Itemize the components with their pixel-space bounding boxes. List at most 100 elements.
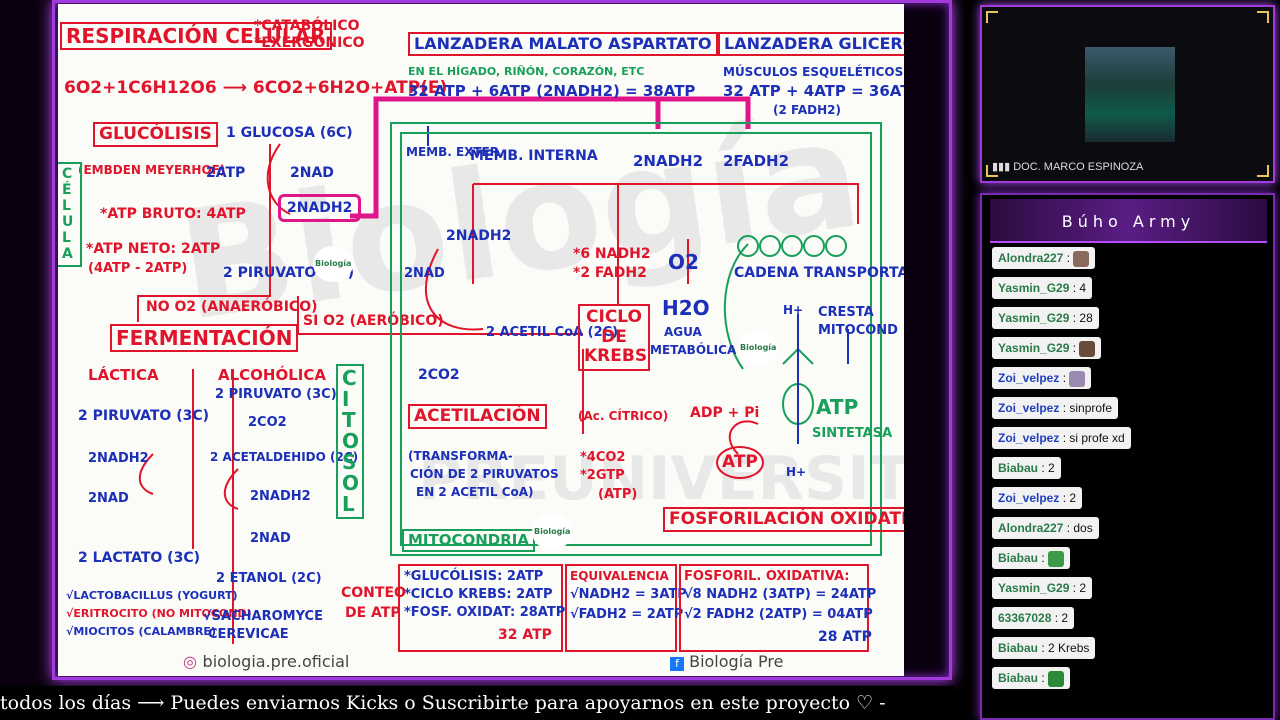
nadh-top-label: 2NADH2 [633, 152, 704, 170]
chat-username[interactable]: Zoi_velpez [998, 401, 1060, 415]
alcoholica-co2: 2CO2 [248, 415, 287, 430]
catabolico-label: *CATABÓLICO [254, 18, 360, 34]
conteo-krebs: *CICLO KREBS: 2ATP [404, 587, 553, 602]
lactica-piruvato: 2 PIRUVATO (3C) [78, 408, 210, 424]
corner-decor [986, 11, 998, 23]
fosforil-box [679, 564, 869, 652]
chat-username[interactable]: Alondra227 [998, 521, 1064, 535]
chat-separator: : [1059, 401, 1070, 415]
emote-icon [1073, 250, 1090, 267]
chat-username[interactable]: Zoi_velpez [998, 371, 1060, 385]
corner-decor [1257, 11, 1269, 23]
chat-username[interactable]: Biabau [998, 671, 1039, 685]
facebook-icon: f [670, 657, 684, 671]
ciclo-krebs-box: CICLO DE KREBS [578, 304, 650, 371]
h-plus-top: H+ [783, 303, 804, 317]
chat-header: Búho Army [990, 199, 1267, 243]
sacharo-line-1: √SACHAROMYCE [203, 609, 323, 624]
atp-neto-sub: (4ATP - 2ATP) [88, 261, 188, 276]
ac-citrico-label: (Ac. CÍTRICO) [578, 409, 669, 423]
conteo-box [398, 564, 563, 652]
fosforil-line-1: √8 NADH2 (3ATP) = 24ATP [684, 587, 877, 602]
webcam-video [1085, 47, 1175, 142]
chat-text: 2 [1061, 611, 1069, 625]
mitocondria-label: MITOCONDRIA [402, 529, 535, 552]
atp2-label: 2ATP [206, 165, 246, 181]
presenter-name: ▮▮▮ DOC. MARCO ESPINOZA [992, 161, 1144, 173]
chat-separator: : [1069, 341, 1080, 355]
chat-separator: : [1059, 431, 1070, 445]
chat-text: 28 [1079, 311, 1093, 325]
chat-message: Zoi_velpez : 2 [992, 487, 1083, 509]
metabolica-label: METABÓLICA [650, 343, 737, 357]
webcam-panel: ▮▮▮ DOC. MARCO ESPINOZA [980, 5, 1275, 183]
nad2-label: 2NAD [290, 165, 334, 181]
acetilacion-desc-1: (TRANSFORMA- [408, 449, 513, 463]
acetilacion-title: ACETILACIÓN [408, 404, 547, 429]
krebs-nadh: *6 NADH2 [573, 246, 651, 262]
corner-decor [1257, 165, 1269, 177]
alcoholica-nad: 2NAD [250, 531, 291, 546]
alcoholica-etanol: 2 ETANOL (2C) [216, 571, 322, 586]
chat-username[interactable]: Yasmin_G29 [998, 341, 1070, 355]
chat-message: Zoi_velpez : si profe xd [992, 427, 1131, 449]
chat-separator: : [1038, 461, 1049, 475]
chat-username[interactable]: 63367028 [998, 611, 1052, 625]
mito-nad: 2NAD [404, 266, 445, 281]
instagram-icon: ◎ [183, 652, 203, 671]
fosforil-total: 28 ATP [818, 629, 872, 645]
sacharo-line-2: CEREVICAE [208, 627, 289, 642]
chat-username[interactable]: Zoi_velpez [998, 431, 1060, 445]
conteo-label-2: DE ATP [345, 605, 401, 621]
chat-username[interactable]: Yasmin_G29 [998, 311, 1070, 325]
krebs-gtp: *2GTP [580, 468, 625, 483]
acetilacion-desc-2: CIÓN DE 2 PIRUVATOS [410, 467, 559, 481]
chat-username[interactable]: Biabau [998, 551, 1039, 565]
fosforil-line-2: √2 FADH2 (2ATP) = 04ATP [684, 607, 873, 622]
lanzadera-malato-title: LANZADERA MALATO ASPARTATO [408, 32, 718, 56]
chat-separator: : [1069, 311, 1080, 325]
conteo-fosf: *FOSF. OXIDAT: 28ATP [404, 605, 566, 620]
emote-icon [1048, 670, 1065, 687]
lactica-lactato: 2 LACTATO (3C) [78, 550, 200, 566]
adp-pi-label: ADP + Pi [690, 405, 760, 421]
glicerol-location: MÚSCULOS ESQUELÉTICOS [723, 65, 904, 79]
o2-label: O2 [668, 250, 699, 274]
lacto-item-1: √LACTOBACILLUS (YOGURT) [66, 589, 238, 602]
mitocondria-inner-box [400, 132, 872, 546]
equivalencia-box [565, 564, 677, 652]
atp-sintetasa-2: SINTETASA [812, 426, 893, 441]
chat-username[interactable]: Biabau [998, 641, 1039, 655]
lacto-item-2: √ERITROCITO (NO MITOCOND) [66, 607, 252, 620]
chat-message: Yasmin_G29 : 28 [992, 307, 1099, 329]
embden-label: (EMBDEN MEYERHOF) [78, 163, 226, 177]
glucolisis-title: GLUCÓLISIS [93, 122, 218, 147]
chat-text: 2 [1069, 491, 1077, 505]
chat-username[interactable]: Biabau [998, 461, 1039, 475]
chat-username[interactable]: Yasmin_G29 [998, 281, 1070, 295]
emote-icon [1079, 340, 1096, 357]
atp-bruto: *ATP BRUTO: 4ATP [100, 206, 246, 222]
chat-username[interactable]: Yasmin_G29 [998, 581, 1070, 595]
respiration-equation: 6O2+1C6H12O6 ⟶ 6CO2+6H2O+ATP(E) [64, 78, 448, 98]
chat-message: 63367028 : 2 [992, 607, 1075, 629]
h-plus-bottom: H+ [786, 465, 807, 479]
lactica-nadh: 2NADH2 [88, 451, 149, 466]
equivalencia-nadh: √NADH2 = 3ATP [570, 587, 687, 602]
chat-username[interactable]: Alondra227 [998, 251, 1064, 265]
signal-icon: ▮▮▮ [992, 161, 1014, 173]
exergonico-label: *EXERGÓNICO [254, 35, 365, 51]
ticker-text: todos los días ⟶ Puedes enviarnos Kicks … [0, 692, 886, 714]
chat-separator: : [1038, 641, 1049, 655]
chat-text: 2 Krebs [1048, 641, 1090, 655]
fadh-top-label: 2FADH2 [723, 152, 790, 170]
citosol-vertical-label: CITOSOL [336, 364, 364, 519]
chat-separator: : [1038, 671, 1049, 685]
equivalencia-title: EQUIVALENCIA [570, 569, 669, 583]
bottom-ticker: todos los días ⟶ Puedes enviarnos Kicks … [0, 686, 955, 720]
alcoholica-nadh: 2NADH2 [250, 489, 311, 504]
malato-location: EN EL HÍGADO, RIÑÓN, CORAZÓN, ETC [408, 65, 645, 78]
chat-username[interactable]: Zoi_velpez [998, 491, 1060, 505]
chat-title: Búho Army [1061, 212, 1196, 231]
cresta-label: CRESTA [818, 305, 874, 320]
